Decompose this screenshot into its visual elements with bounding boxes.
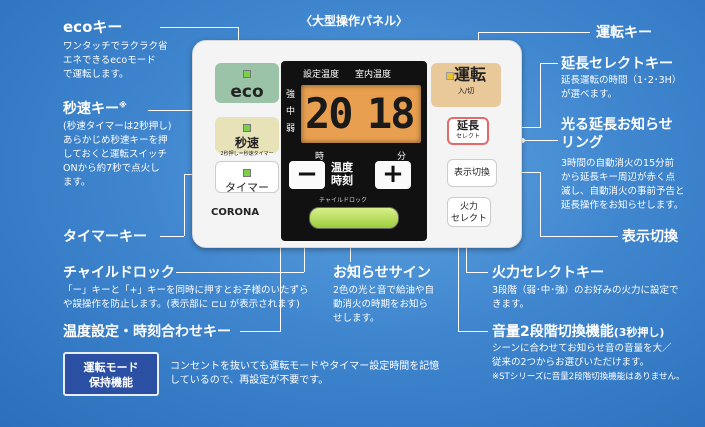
lcd-screen: 20 18 <box>301 85 421 143</box>
sign-desc: 2色の光と音で給油や自動消火の時期をお知らせします。 <box>333 285 435 324</box>
quick-led <box>243 124 251 132</box>
extend-key-title: 延長セレクトキー <box>561 56 673 72</box>
timer-led <box>243 169 251 177</box>
childlock-title: チャイルドロック <box>63 265 175 281</box>
tempset-title: 温度設定・時刻合わせキー <box>63 324 231 340</box>
eco-key-desc: ワンタッチでラクラク省エネできるecoモードで運転します。 <box>63 41 168 80</box>
run-button[interactable]: 運転 入/切 <box>431 63 501 107</box>
childlock-label: チャイルドロック <box>319 197 367 204</box>
ring-title: 光る延長お知らせリング <box>561 117 673 151</box>
lcd-room-temp: 18 <box>367 89 416 138</box>
extend-button[interactable]: 延長 セレクト <box>447 117 489 145</box>
plus-button[interactable]: + <box>375 161 411 189</box>
minus-button[interactable]: − <box>289 161 325 189</box>
fire-select-desc: 3段階（弱･中･強）のお好みの火力に設定できます。 <box>492 285 679 310</box>
run-led <box>445 72 454 80</box>
notice-sign-light <box>309 207 399 229</box>
childlock-desc: 「ー」キーと「+」キーを同時に押すとお子様のいたずらや誤操作を防止します。(表示… <box>63 285 309 310</box>
extend-key-desc: 延長運転の時間（1･2･3H）が選べます。 <box>561 75 682 100</box>
brand-logo: CORONA <box>211 207 260 218</box>
temp-time-label: 温度時刻 <box>331 161 353 187</box>
hour-label: 時 <box>315 152 325 162</box>
quick-key-title: 秒速キー※ <box>63 100 127 117</box>
timer-key-title: タイマーキー <box>63 229 147 245</box>
lcd-set-temp: 20 <box>305 89 354 138</box>
ring-desc: 3時間の自動消火の15分前から延長キー周辺が赤く点滅し、自動消火の事前予告と延長… <box>561 158 685 211</box>
display-switch-button[interactable]: 表示切換 <box>447 159 497 187</box>
run-key-title: 運転キー <box>596 25 652 41</box>
volume-title: 音量2段階切換機能(3秒押し) <box>492 324 665 340</box>
fire-level-labels: 強中弱 <box>286 90 296 134</box>
page-title: 〈大型操作パネル〉 <box>300 14 409 28</box>
minute-label: 分 <box>397 152 407 162</box>
fire-select-title: 火力セレクトキー <box>492 265 604 281</box>
volume-desc: シーンに合わせてお知らせ音の音量を大／従来の2つからお選びいただけます。 ※ST… <box>492 343 685 382</box>
lcd-label-room: 室内温度 <box>355 70 392 80</box>
quick-button[interactable]: 秒速 2秒押し＝秒速タイマー <box>215 117 279 157</box>
fire-select-button[interactable]: 火力セレクト <box>447 197 491 227</box>
memory-function-label: 運転モード保持機能 <box>63 352 159 396</box>
display-switch-title: 表示切換 <box>622 229 678 245</box>
timer-button[interactable]: タイマー <box>215 161 279 194</box>
sign-title: お知らせサイン <box>333 265 431 281</box>
eco-key-title: ecoキー <box>63 18 123 36</box>
display-area: 設定温度 室内温度 強中弱 20 18 時 分 − 温度時刻 + チャイルドロッ… <box>281 61 427 241</box>
lcd-label-set: 設定温度 <box>303 70 340 80</box>
control-panel: eco 秒速 2秒押し＝秒速タイマー タイマー CORONA 設定温度 室内温度… <box>192 40 522 248</box>
eco-led <box>243 70 251 78</box>
eco-button[interactable]: eco <box>215 63 279 103</box>
memory-function-desc: コンセントを抜いても運転モードやタイマー設定時間を記憶しているので、再設定が不要… <box>170 361 440 386</box>
